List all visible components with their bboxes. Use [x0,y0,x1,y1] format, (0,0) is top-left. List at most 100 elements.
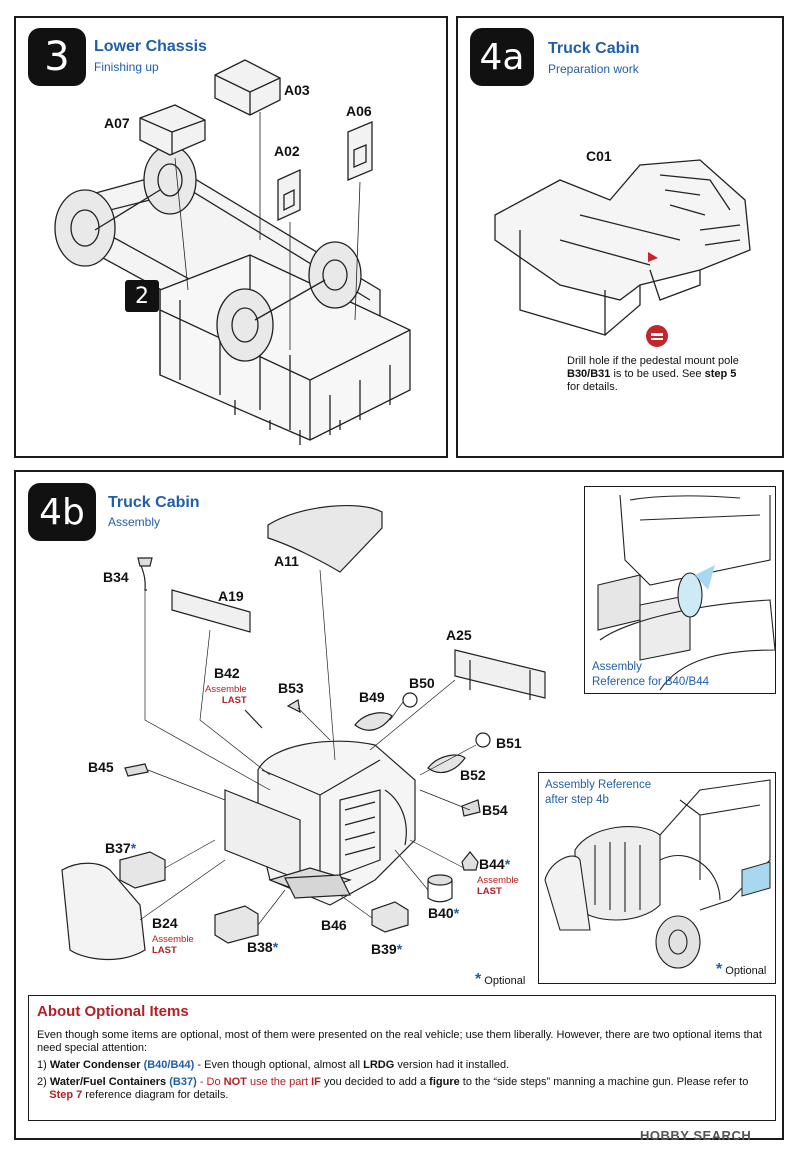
watermark: HOBBY SEARCH [640,1128,751,1143]
assemble-last-b44: Assemble LAST [477,875,519,897]
label-b34: B34 [103,569,129,585]
b44-text: B44 [479,856,505,872]
inset-top-caption: Assembly Reference for B40/B44 [592,660,709,690]
item1-text1: - Even though optional, almost all [194,1059,364,1071]
optional-star: * [130,840,137,856]
label-b37: B37* [105,840,136,856]
last-text: LAST [477,886,502,897]
assemble-text: Assemble [205,684,247,695]
step4b-subtitle: Assembly [108,515,161,529]
last-text: LAST [221,695,247,706]
item1-num: 1) [37,1059,47,1071]
inset-bottom-caption: Assembly Reference after step 4b [545,778,651,808]
item1-text2: version had it installed. [394,1059,510,1071]
inset-bottom-line2: after step 4b [545,794,609,806]
label-a06: A06 [346,103,372,119]
item2-t5: reference diagram for details. [82,1089,229,1101]
assemble-last-b42: Assemble LAST [205,684,247,706]
step3-title: Lower Chassis [94,38,207,55]
label-b42: B42 [214,665,240,681]
about-item1: 1) Water Condenser (B40/B44) - Even thou… [37,1059,767,1072]
ref-step-2-badge: 2 [125,280,159,312]
optional-star: * [716,961,723,978]
label-b50: B50 [409,675,435,691]
optional-star: * [504,856,511,872]
label-b53: B53 [278,680,304,696]
step3-number: 3 [28,28,86,86]
optional-legend-text: Optional [484,975,526,987]
optional-star: * [475,971,482,988]
optional-star: * [396,941,403,957]
about-optional-box [28,995,776,1121]
label-b49: B49 [359,689,385,705]
assemble-last-b24: Assemble LAST [152,934,194,956]
item1-name: Water Condenser [49,1059,141,1071]
label-c01: C01 [586,148,612,164]
item2-parts: (B37) [169,1076,197,1088]
label-b24: B24 [152,915,178,931]
drill-note-mid: is to be used. See [610,368,705,380]
step4a-number: 4a [470,28,534,86]
label-a19: A19 [218,588,244,604]
about-item2: 2) Water/Fuel Containers (B37) - Do NOT … [37,1076,767,1102]
label-a02: A02 [274,143,300,159]
item1-bold: LRDG [363,1059,395,1071]
label-b51: B51 [496,735,522,751]
label-a03: A03 [284,82,310,98]
optional-legend-text: Optional [725,965,767,977]
b39-text: B39 [371,941,397,957]
item2-step: Step 7 [49,1089,83,1101]
step4a-title: Truck Cabin [548,40,640,57]
drill-note-parts: B30/B31 [567,368,611,380]
optional-star: * [453,905,460,921]
b40-text: B40 [428,905,454,921]
step4b-title: Truck Cabin [108,494,200,511]
assemble-text: Assemble [152,934,194,945]
item2-if: IF [311,1076,321,1088]
last-text: LAST [152,945,177,956]
label-a25: A25 [446,627,472,643]
label-b52: B52 [460,767,486,783]
step4a-subtitle: Preparation work [548,62,639,76]
about-title: About Optional Items [37,1003,189,1020]
drill-note-step: step 5 [704,368,737,380]
b37-text: B37 [105,840,131,856]
optional-legend-right: * Optional [716,961,766,979]
label-b44: B44* [479,856,510,872]
assemble-text: Assemble [477,875,519,886]
item2-num: 2) [37,1076,47,1088]
item2-t4: to the “side steps” manning a machine gu… [459,1076,749,1088]
watermark-text: HOBBY SEARCH [640,1128,752,1143]
inset-top-line1: Assembly [592,661,642,673]
b38-text: B38 [247,939,273,955]
drill-note-line1: Drill hole if the pedestal mount pole [567,355,739,367]
step3-subtitle: Finishing up [94,60,159,74]
inset-top-line2: Reference for B40/B44 [592,676,709,688]
item2-not: NOT [223,1076,247,1088]
step4b-number: 4b [28,483,96,541]
item2-t3: you decided to add a [320,1076,430,1088]
label-b46: B46 [321,917,347,933]
label-b45: B45 [88,759,114,775]
about-body: Even though some items are optional, mos… [37,1029,767,1102]
item2-t1: - Do [196,1076,224,1088]
inset-bottom-line1: Assembly Reference [545,779,652,791]
label-a11: A11 [274,553,299,569]
about-intro: Even though some items are optional, mos… [37,1029,762,1054]
label-b39: B39* [371,941,402,957]
label-b54: B54 [482,802,508,818]
label-b38: B38* [247,939,278,955]
optional-star: * [272,939,279,955]
item1-parts: (B40/B44) [143,1059,195,1071]
item2-name: Water/Fuel Containers [49,1076,167,1088]
drill-note-line3: for details. [567,381,618,393]
drill-note: Drill hole if the pedestal mount pole B3… [567,355,772,394]
optional-legend-left: * Optional [475,971,525,989]
label-a07: A07 [104,115,130,131]
